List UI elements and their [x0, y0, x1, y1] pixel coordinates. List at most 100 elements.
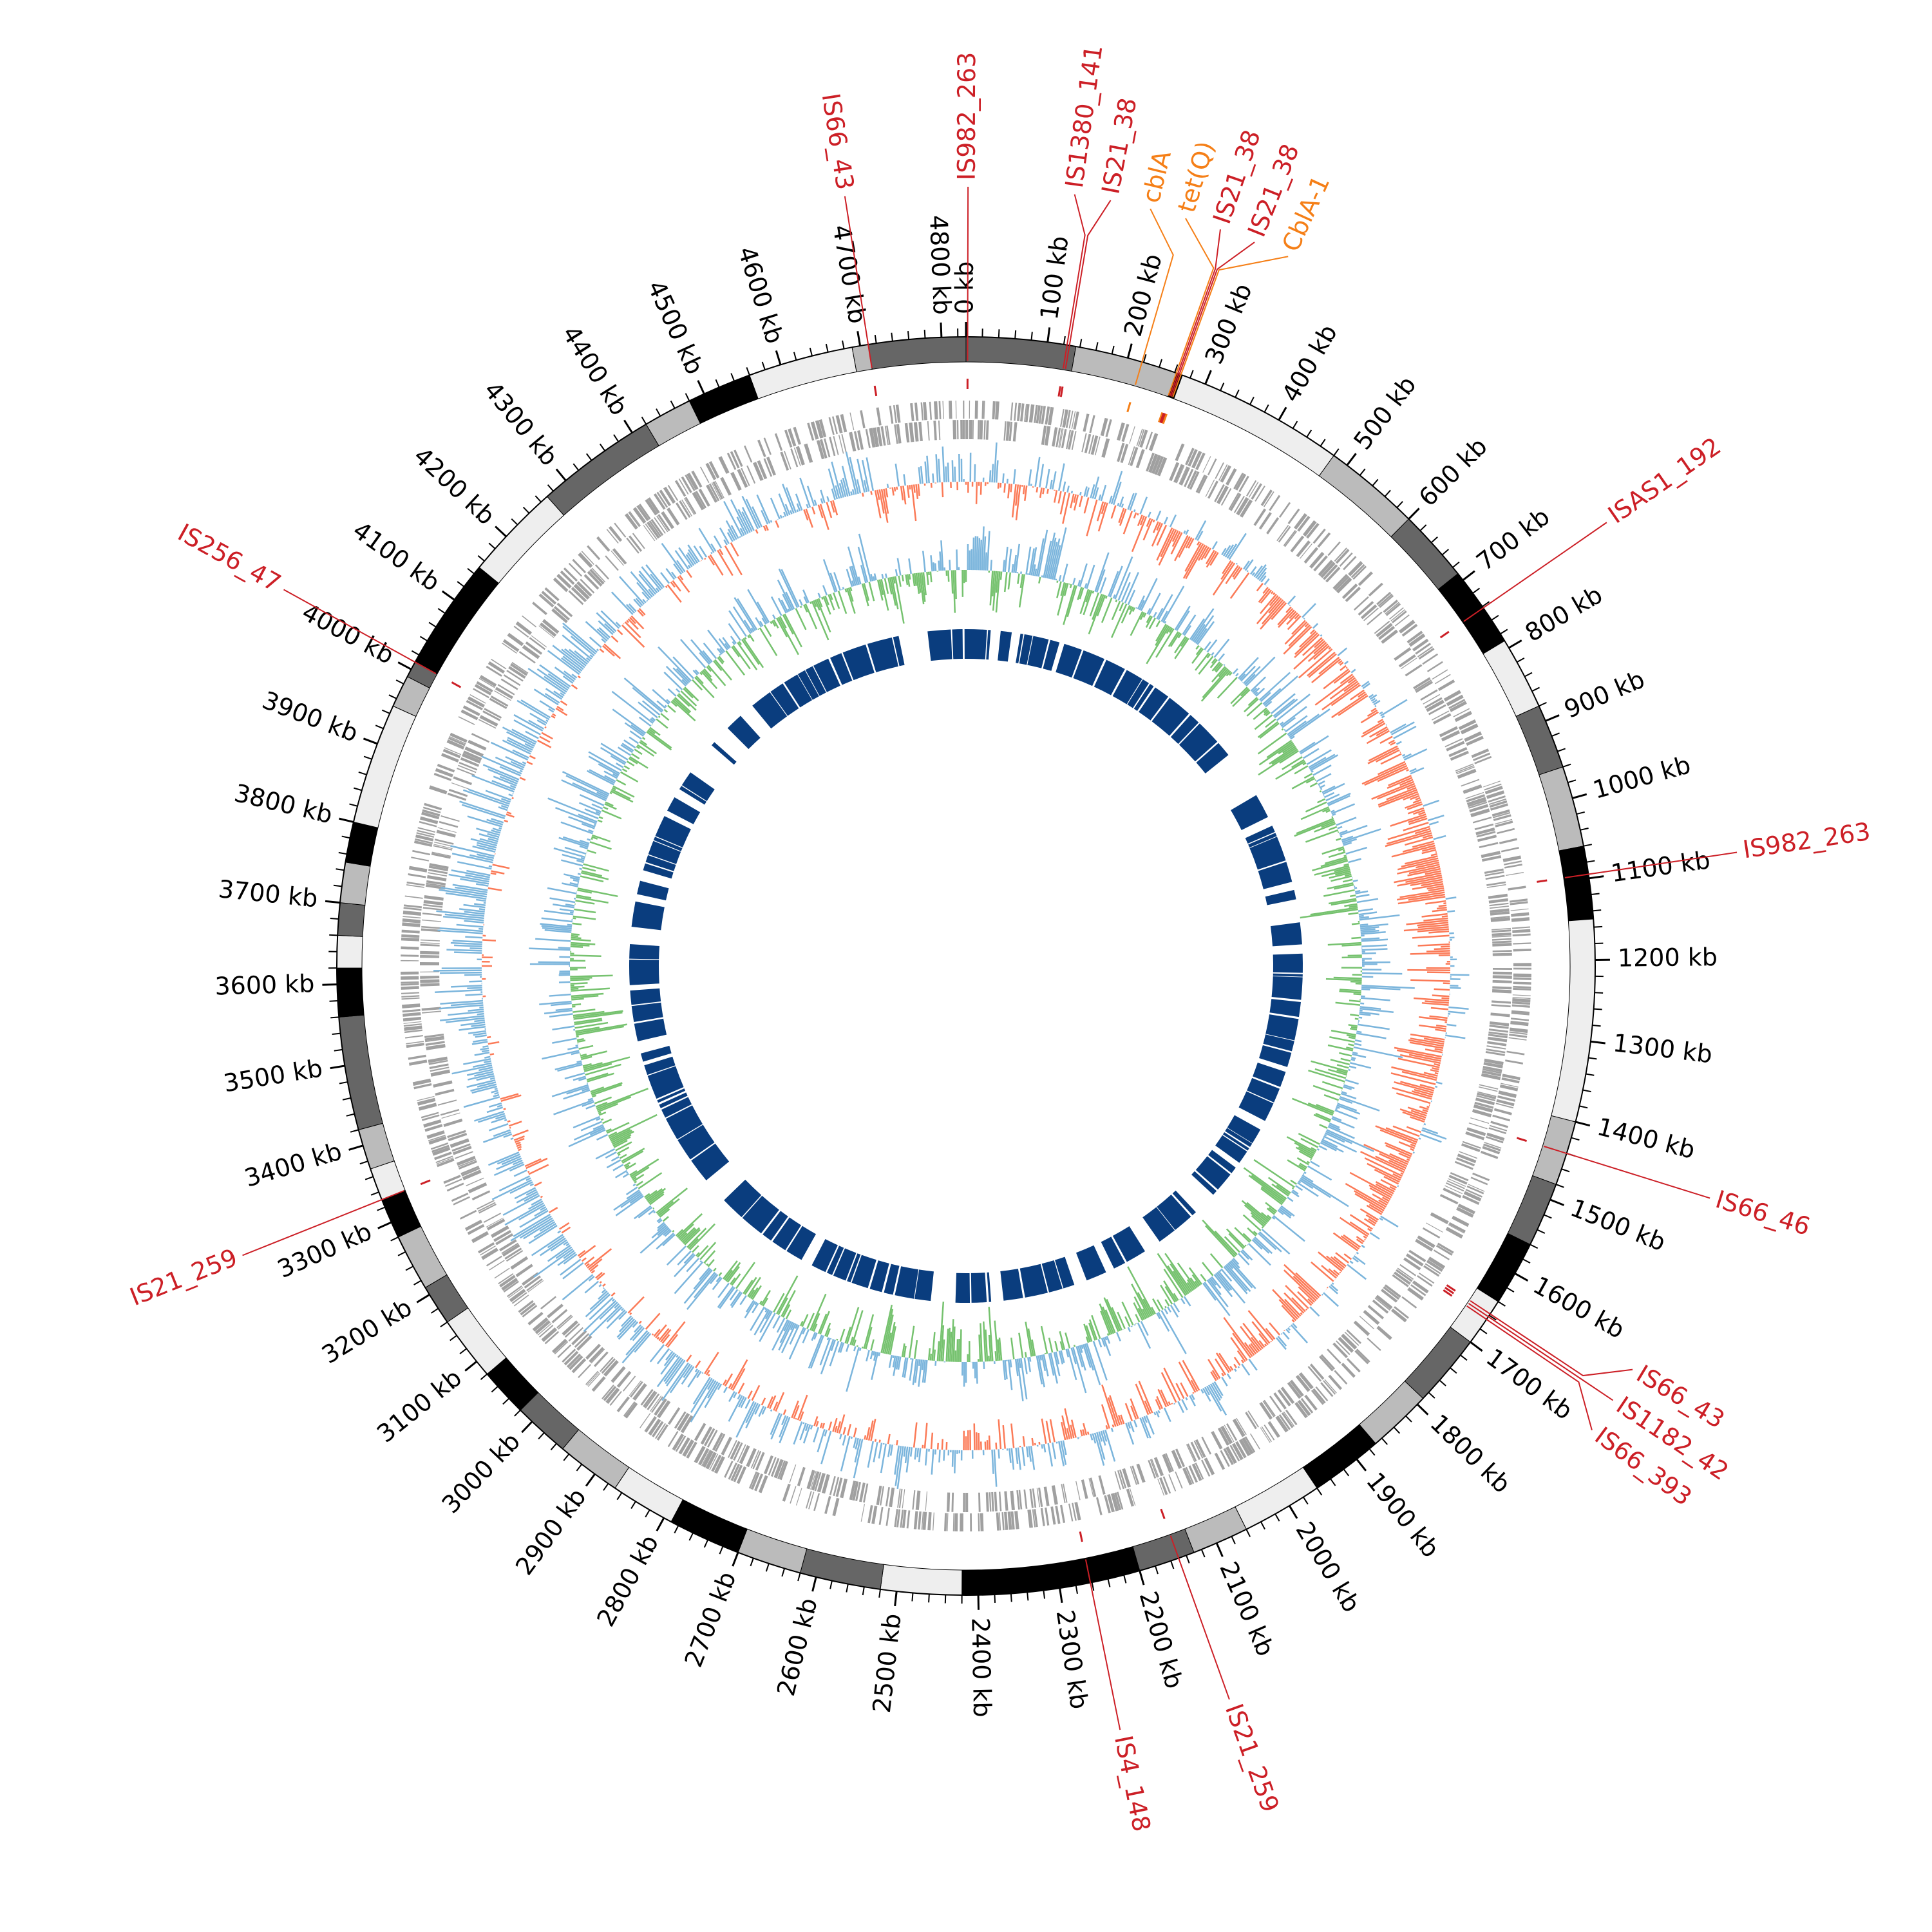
gc-skew-positive [650, 573, 663, 589]
gene-reverse [1059, 428, 1064, 448]
gc-skew-negative [1300, 1312, 1303, 1316]
gene-forward [1456, 1206, 1474, 1218]
gc-content-above [1336, 817, 1357, 826]
gene-reverse [426, 880, 446, 886]
contig-segment [336, 934, 363, 969]
gc-content-above [979, 539, 983, 571]
gc-skew-negative [1062, 493, 1070, 524]
gene-forward [506, 1285, 523, 1298]
gene-forward [1182, 1467, 1193, 1486]
gene-forward [403, 907, 422, 911]
gc-skew-negative [1429, 1015, 1448, 1019]
conserved-block [805, 666, 826, 696]
gc-skew-positive [918, 467, 922, 484]
gene-reverse [1089, 1477, 1097, 1497]
gene-reverse [933, 421, 937, 440]
gene-forward [421, 811, 440, 820]
conserved-block [895, 1266, 919, 1299]
gc-content-below [1163, 1280, 1178, 1302]
gc-skew-positive [1433, 835, 1446, 840]
gc-skew-negative [1423, 1037, 1444, 1043]
gene-reverse [797, 1466, 806, 1486]
gene-reverse [451, 782, 470, 790]
gc-skew-positive [1183, 530, 1186, 535]
gene-reverse [490, 1225, 509, 1238]
gc-content-below [1040, 1325, 1048, 1354]
gc-content-above [1273, 1215, 1305, 1242]
gene-reverse [1003, 421, 1007, 441]
gc-skew-positive [728, 1395, 743, 1422]
gc-content-above [1235, 672, 1239, 677]
gc-skew-negative [1391, 844, 1435, 858]
gc-skew-positive [1253, 565, 1263, 578]
gene-forward [458, 716, 475, 725]
gc-content-below [676, 1213, 703, 1238]
gc-skew-negative [665, 585, 668, 589]
minor-tick [359, 1160, 368, 1165]
gc-skew-positive [488, 1123, 509, 1132]
gc-skew-negative [799, 1411, 804, 1421]
gc-skew-positive [588, 1275, 595, 1282]
gc-content-below [639, 739, 648, 746]
gc-content-above [1157, 1311, 1170, 1332]
gc-skew-negative [1314, 638, 1324, 649]
gc-skew-negative [1042, 488, 1045, 495]
gene-forward [428, 1136, 447, 1145]
contig-segment [1184, 1506, 1247, 1553]
gc-skew-negative [1313, 641, 1327, 654]
gc-skew-negative [1361, 762, 1406, 785]
gene-reverse [460, 757, 480, 767]
tick-label: 3700 kb [217, 875, 319, 913]
gene-reverse [551, 1309, 568, 1323]
gc-skew-positive [861, 460, 870, 492]
gc-content-above [1137, 595, 1146, 610]
gc-content-below [591, 1084, 622, 1096]
gc-content-above [1182, 614, 1197, 635]
minor-tick [1235, 389, 1240, 398]
gc-content-below [1340, 1057, 1351, 1062]
gc-content-below [573, 1012, 623, 1020]
gene-forward [860, 1504, 866, 1522]
gene-reverse [1220, 488, 1232, 506]
conserved-block [1112, 1226, 1146, 1262]
gc-content-below [1294, 1142, 1316, 1155]
gene-forward [1028, 404, 1035, 423]
gc-content-above [1361, 995, 1365, 998]
gc-content-below [595, 1101, 608, 1108]
gc-content-below [1121, 605, 1131, 623]
gene-forward [1483, 1143, 1501, 1151]
gc-skew-negative [1204, 547, 1211, 559]
gene-forward [921, 1511, 924, 1530]
minor-tick [1245, 1529, 1251, 1537]
gc-content-above [1345, 846, 1368, 855]
gc-skew-negative [667, 584, 682, 603]
annotation-leader-line [1062, 194, 1086, 369]
gc-skew-positive [665, 1350, 674, 1361]
gc-content-above [802, 1327, 806, 1335]
gc-content-below [610, 1130, 633, 1142]
gc-skew-positive [740, 1397, 747, 1408]
conserved-block [1208, 1150, 1236, 1173]
gene-forward [1512, 994, 1531, 996]
gene-reverse [1151, 1459, 1159, 1477]
gc-skew-positive [601, 638, 607, 643]
gc-skew-negative [1402, 842, 1435, 853]
gc-skew-negative [1349, 689, 1365, 701]
gene-reverse [527, 1280, 544, 1293]
gene-reverse [698, 488, 710, 507]
gene-forward [639, 1413, 651, 1428]
gc-content-below [1173, 1293, 1179, 1301]
conserved-block [966, 629, 987, 659]
gc-skew-negative [624, 621, 641, 638]
gc-skew-negative [1405, 874, 1442, 884]
gc-content-above [1327, 1126, 1355, 1139]
gc-skew-positive [1403, 748, 1428, 761]
gene-reverse [865, 429, 871, 449]
gc-content-below [761, 1290, 772, 1306]
gc-skew-negative [1229, 1365, 1234, 1371]
gc-skew-positive [491, 1090, 498, 1094]
gene-reverse [965, 1492, 969, 1512]
gc-skew-negative [1441, 915, 1448, 918]
gene-forward [1159, 1477, 1168, 1495]
gc-skew-negative [1345, 667, 1348, 669]
